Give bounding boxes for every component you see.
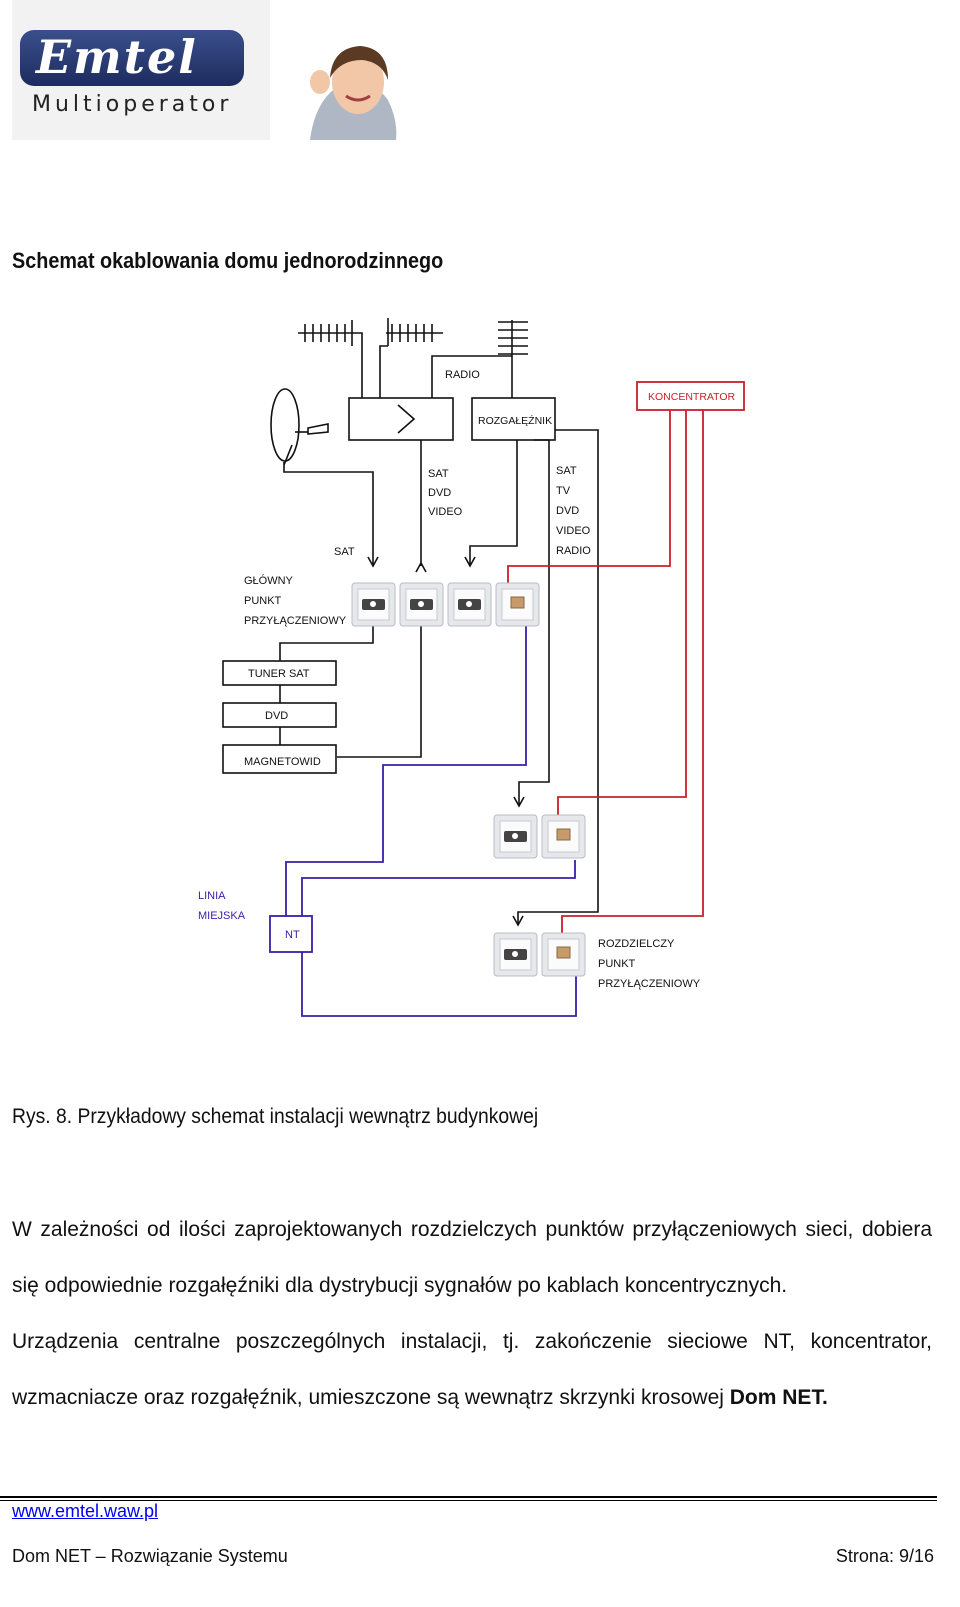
tv-socket <box>351 582 396 627</box>
dvd-label: DVD <box>265 710 288 722</box>
paragraph-1-text: W zależności od ilości zaprojektowanych … <box>12 1218 932 1297</box>
page-number: Strona: 9/16 <box>835 1546 934 1566</box>
col2-tv: TV <box>556 485 571 497</box>
paragraph-2-bold: Dom NET. <box>729 1386 828 1409</box>
dist-point-line1: ROZDZIELCZY <box>598 938 675 950</box>
radio-label: RADIO <box>445 369 480 381</box>
section-title: Schemat okablowania domu jednorodzinnego <box>12 248 444 273</box>
tv-socket <box>399 582 444 627</box>
network-socket <box>541 932 586 977</box>
col2-video: VIDEO <box>556 525 591 537</box>
city-line-line2: MIEJSKA <box>198 910 246 922</box>
logo-name: Emtel <box>36 30 198 84</box>
footer-rule-thin <box>0 1500 937 1501</box>
concentrator-label: KONCENTRATOR <box>648 391 736 403</box>
main-point-line1: GŁÓWNY <box>244 574 294 587</box>
footer-doc-title: Dom NET – Rozwiązanie Systemu <box>12 1546 288 1566</box>
footer-rule <box>0 1496 937 1498</box>
tv-socket <box>493 932 538 977</box>
network-socket <box>541 814 586 859</box>
cabling-diagram: RADIO ROZGAŁĘŹNIK SAT DVD VIDEO SAT TV D… <box>198 318 745 1017</box>
company-logo: Emtel Multioperator <box>12 0 422 140</box>
sat-label: SAT <box>334 546 355 558</box>
website-link[interactable]: www.emtel.waw.pl <box>12 1501 159 1521</box>
nt-label: NT <box>285 929 300 941</box>
main-point-line2: PUNKT <box>244 595 282 607</box>
paragraph-1: W zależności od ilości zaprojektowanych … <box>12 1202 932 1314</box>
col2-sat: SAT <box>556 465 577 477</box>
dist-point-line3: PRZYŁĄCZENIOWY <box>598 978 701 990</box>
splitter-label: ROZGAŁĘŹNIK <box>478 414 552 427</box>
logo-subtitle: Multioperator <box>32 92 233 117</box>
col1-sat: SAT <box>428 468 449 480</box>
col2-radio: RADIO <box>556 545 591 557</box>
vcr-label: MAGNETOWID <box>244 756 321 768</box>
col2-dvd: DVD <box>556 505 579 517</box>
paragraph-2-text: Urządzenia centralne poszczególnych inst… <box>12 1330 932 1409</box>
tv-socket <box>447 582 492 627</box>
tuner-sat-label: TUNER SAT <box>248 668 310 680</box>
col1-video: VIDEO <box>428 506 463 518</box>
logo-plate <box>20 30 244 86</box>
paragraph-2: Urządzenia centralne poszczególnych inst… <box>12 1314 932 1426</box>
dist-point-line2: PUNKT <box>598 958 636 970</box>
figure-caption: Rys. 8. Przykładowy schemat instalacji w… <box>12 1105 539 1128</box>
tv-socket <box>493 814 538 859</box>
main-point-line3: PRZYŁĄCZENIOWY <box>244 615 347 627</box>
network-socket <box>495 582 540 627</box>
woman-photo <box>270 40 420 140</box>
city-line-line1: LINIA <box>198 890 226 902</box>
col1-dvd: DVD <box>428 487 451 499</box>
